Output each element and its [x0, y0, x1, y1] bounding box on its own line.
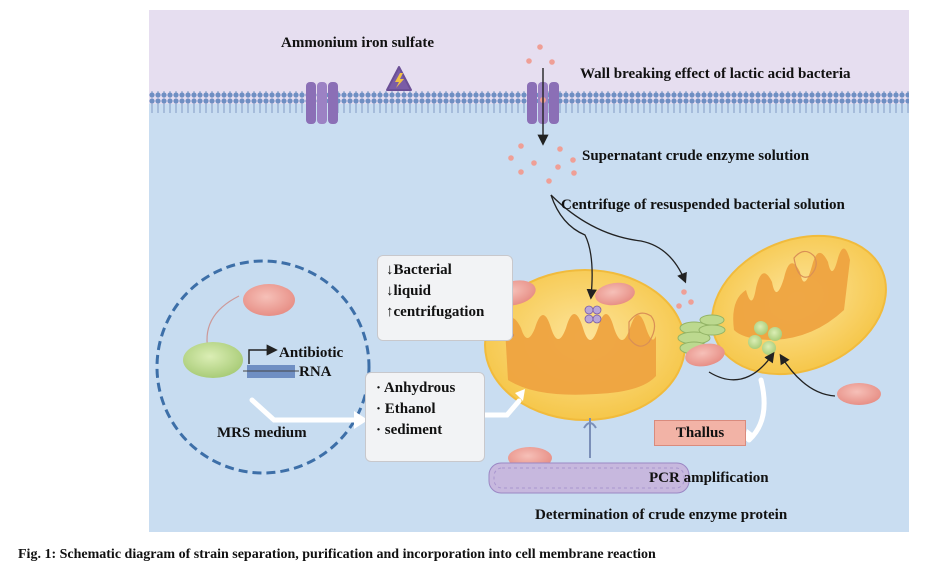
mitochondrion-left — [484, 269, 686, 421]
box-top-line-2: ↓liquid — [386, 283, 432, 299]
pcr-amplification-label: PCR amplification — [649, 470, 769, 486]
enzyme-dots-small — [676, 289, 694, 309]
thallus-label: Thallus — [675, 425, 725, 441]
box-bottom-line-3: · sediment — [376, 422, 443, 438]
ion-channel-right — [527, 82, 559, 124]
diagram-artwork — [149, 10, 909, 532]
rna-label: RNA — [299, 364, 332, 380]
thallus-tag: Thallus — [654, 420, 746, 446]
ethanol-box: · Anhydrous · Ethanol · sediment — [365, 372, 485, 462]
box-bottom-line-1: · Anhydrous — [376, 380, 456, 396]
antibiotic-label: Antibiotic — [279, 345, 344, 361]
lightning-icon — [386, 66, 412, 91]
diagram-figure: Ammonium iron sulfate Wall breaking effe… — [149, 10, 909, 532]
centrifuge-label: Centrifuge of resuspended bacterial solu… — [561, 197, 845, 213]
box-top-line-1: ↓Bacterial — [386, 262, 452, 278]
determination-label: Determination of crude enzyme protein — [535, 507, 788, 523]
box-top-line-3: ↑centrifugation — [386, 304, 485, 320]
wall-breaking-label: Wall breaking effect of lactic acid bact… — [580, 66, 851, 82]
figure-caption: Fig. 1: Schematic diagram of strain sepa… — [18, 547, 656, 562]
pcr-cylinder — [488, 462, 690, 494]
membrane-fusion-rings — [677, 314, 726, 355]
supernatant-label: Supernatant crude enzyme solution — [582, 148, 810, 164]
centrifugation-box: ↓Bacterial ↓liquid ↑centrifugation — [377, 255, 513, 341]
ion-channel-left — [306, 82, 338, 124]
mrs-medium-label: MRS medium — [217, 425, 307, 441]
ammonium-iron-sulfate-label: Ammonium iron sulfate — [281, 35, 435, 51]
green-particle-cluster — [748, 321, 782, 355]
pcr-connector — [583, 418, 597, 458]
box-bottom-line-2: · Ethanol — [376, 401, 436, 417]
process-arrows — [550, 194, 836, 397]
supernatant-dots — [508, 143, 577, 184]
mitochondrion-right — [711, 234, 887, 376]
enzyme-dots-top — [526, 44, 555, 65]
